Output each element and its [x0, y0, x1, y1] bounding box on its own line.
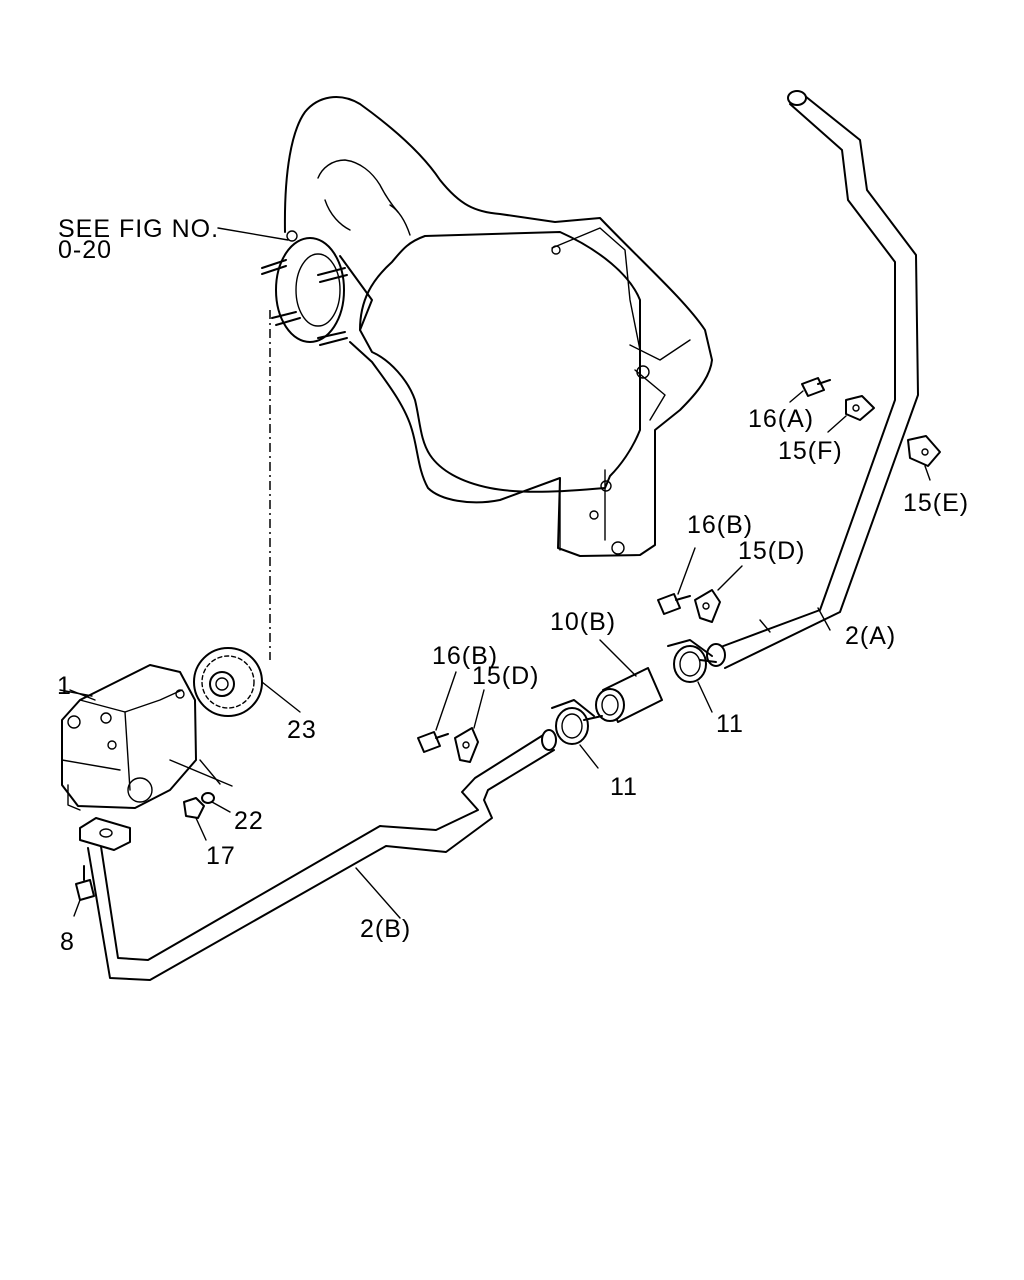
see-fig-leader	[217, 227, 289, 241]
gear-23	[193, 647, 301, 717]
see-fig-number: 0-20	[58, 236, 112, 264]
leader-2A	[817, 607, 831, 631]
clamp-11-left	[551, 699, 603, 769]
callout-16A: 16(A)	[748, 405, 814, 433]
bolt-16B-lower	[417, 671, 457, 753]
callout-16B-lower: 16(B)	[432, 642, 498, 670]
clip-15E	[907, 435, 941, 481]
nut-17	[183, 797, 207, 841]
leader-1	[69, 689, 96, 701]
callout-1: 1	[57, 672, 72, 700]
callout-17: 17	[206, 842, 236, 870]
callout-2A: 2(A)	[845, 622, 896, 650]
flywheel-housing	[261, 96, 713, 557]
oil-pump-1	[59, 664, 233, 811]
leader-2B	[355, 867, 401, 919]
washer-22	[201, 792, 231, 813]
callout-16B-upper: 16(B)	[687, 511, 753, 539]
callout-2B: 2(B)	[360, 915, 411, 943]
bolt-16A	[789, 377, 831, 403]
callout-15D-lower: 15(D)	[472, 662, 540, 690]
callout-23: 23	[287, 716, 317, 744]
hose-10B	[595, 639, 663, 723]
callout-15D-upper: 15(D)	[738, 537, 806, 565]
pipe-2B	[79, 729, 557, 981]
callout-11-right: 11	[716, 710, 744, 738]
clamp-11-right	[667, 639, 717, 713]
callout-8: 8	[60, 928, 75, 956]
bolt-8	[73, 865, 95, 917]
clip-15D-lower	[454, 689, 485, 763]
bolt-16B-upper	[657, 547, 696, 615]
callout-15E: 15(E)	[903, 489, 969, 517]
clip-15F	[827, 395, 875, 433]
callout-15F: 15(F)	[778, 437, 843, 465]
callout-11-left: 11	[610, 773, 638, 801]
callout-10B: 10(B)	[550, 608, 616, 636]
leader-2A-pipe	[759, 619, 771, 633]
callout-22: 22	[234, 807, 264, 835]
clip-15D-upper	[694, 565, 743, 623]
see-fig-label: SEE FIG NO.	[58, 215, 219, 243]
